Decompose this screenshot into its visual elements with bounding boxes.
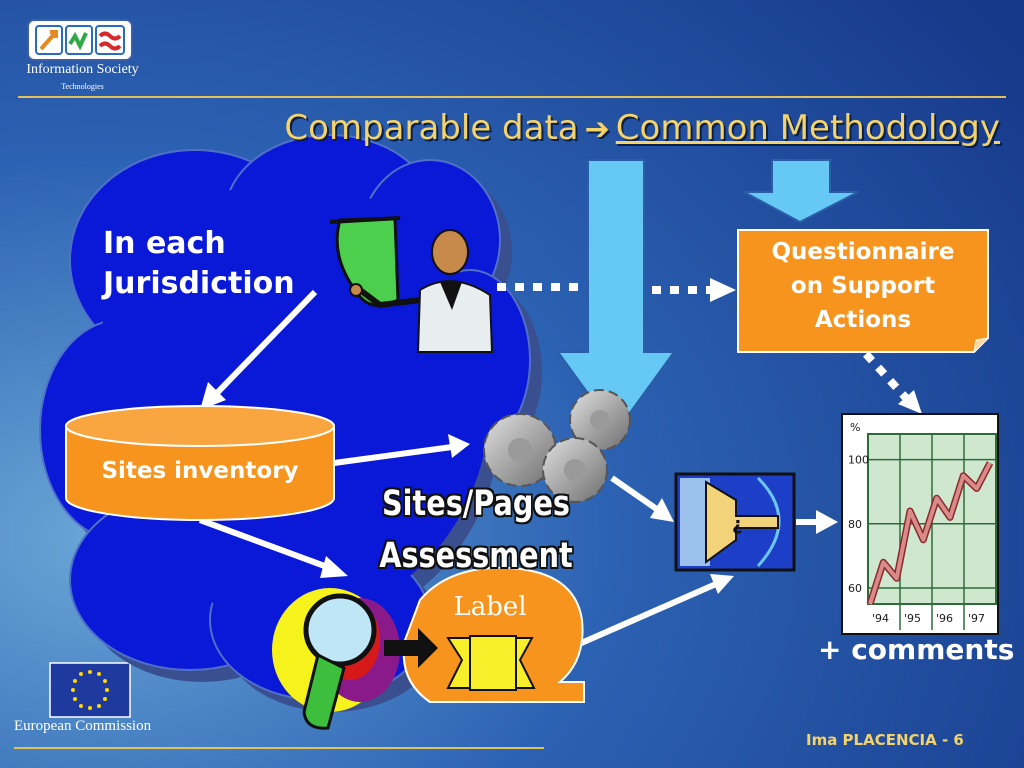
title-part1: Comparable data bbox=[284, 108, 579, 148]
assessment-line2: Assessment bbox=[379, 536, 573, 576]
ist-logo-name: Information Society bbox=[26, 62, 139, 77]
ist-logo bbox=[27, 19, 133, 61]
chart-grid bbox=[868, 434, 996, 630]
methodology-down-arrow bbox=[556, 159, 676, 434]
questionnaire-down-arrow bbox=[743, 159, 859, 224]
label-text: Label bbox=[453, 592, 527, 622]
questionnaire-line1: Questionnaire bbox=[771, 239, 955, 265]
questionnaire-box bbox=[737, 229, 989, 353]
arrow-gears-to-funnel bbox=[610, 475, 674, 522]
questionnaire-line2: on Support bbox=[790, 273, 936, 299]
sites-inventory-cylinder bbox=[65, 405, 335, 521]
title-part2: Common Methodology bbox=[615, 108, 1000, 148]
magnifier-to-label-arrow bbox=[384, 628, 438, 668]
label-blob bbox=[402, 566, 585, 703]
chart-ytick-label: 100 bbox=[848, 454, 869, 467]
trend-chart: % 60 80 100 '94 '95 '96 '97 bbox=[841, 413, 999, 635]
chart-ytick-label: 80 bbox=[848, 518, 862, 531]
arrow-inventory-to-magnifier bbox=[198, 517, 348, 578]
funnel-icon: ¿ bbox=[674, 472, 796, 572]
arrow-jurisdiction-to-inventory bbox=[200, 289, 318, 410]
comments-label: + comments bbox=[818, 633, 1015, 666]
chart-xticks: '94 '95 '96 '97 bbox=[872, 612, 985, 625]
chart-xtick-label: '97 bbox=[968, 612, 985, 625]
questionnaire-line3: Actions bbox=[814, 307, 912, 333]
presenter-footer: Ima PLACENCIA - 6 bbox=[806, 731, 964, 749]
sites-inventory-label: Sites inventory bbox=[101, 458, 299, 484]
eu-flag-logo bbox=[49, 662, 131, 718]
dotted-arrow-to-questionnaire bbox=[497, 278, 736, 302]
chart-ylabel: % bbox=[850, 421, 860, 434]
dotted-arrow-to-chart bbox=[863, 351, 922, 414]
gears-icon bbox=[483, 389, 631, 503]
jurisdiction-line2: Jurisdiction bbox=[103, 266, 295, 301]
title-arrow-icon: ➔ bbox=[584, 112, 610, 147]
presenter-icon bbox=[329, 216, 494, 353]
chart-ytick-label: 60 bbox=[848, 582, 862, 595]
ist-logo-subtitle: Technologies bbox=[61, 82, 104, 91]
chart-series-line-fill bbox=[868, 461, 992, 605]
jurisdiction-line1: In each bbox=[103, 226, 226, 261]
page-title: Comparable data➔Common Methodology bbox=[0, 108, 1000, 148]
european-commission-label: European Commission bbox=[14, 718, 152, 734]
chart-yticks: 60 80 100 bbox=[848, 454, 869, 595]
assessment-line1: Sites/Pages bbox=[382, 484, 570, 524]
chart-xtick-label: '94 bbox=[872, 612, 889, 625]
chart-xtick-label: '96 bbox=[936, 612, 953, 625]
chart-xtick-label: '95 bbox=[904, 612, 921, 625]
magnifier-icon bbox=[272, 588, 400, 730]
arrow-funnel-to-chart bbox=[796, 510, 838, 534]
svg-text:¿: ¿ bbox=[732, 514, 742, 535]
arrow-inventory-to-gears bbox=[333, 434, 470, 466]
